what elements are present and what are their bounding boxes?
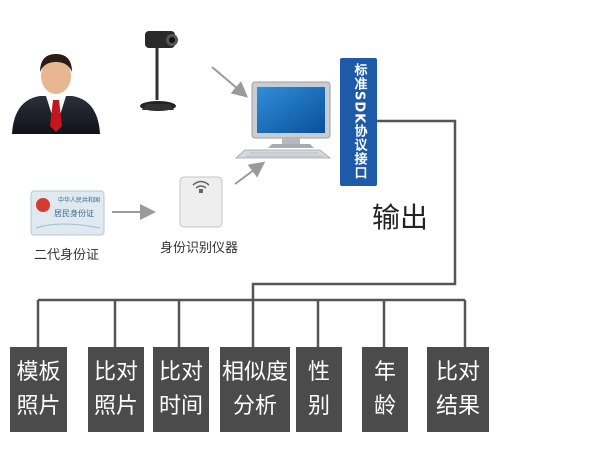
output-box-compare-time: 比对 时间	[153, 347, 209, 432]
computer-icon	[234, 81, 332, 159]
person-icon	[12, 54, 100, 134]
output-box-age: 年 龄	[362, 347, 408, 432]
card-reader-icon	[179, 176, 223, 228]
sdk-interface-block: 标准SDK协议接口	[340, 58, 377, 186]
output-box-gender: 性 别	[296, 347, 342, 432]
id-card-title: 居民身份证	[54, 208, 94, 218]
output-box-template-photo: 模板 照片	[10, 347, 67, 432]
id-card-header: 中华人民共和国	[58, 196, 100, 204]
arrow-reader-to-computer	[234, 161, 266, 185]
output-box-result: 比对 结果	[427, 347, 489, 432]
output-box-similarity: 相似度 分析	[220, 347, 290, 432]
output-box-compare-photo: 比对 照片	[88, 347, 144, 432]
output-connector	[36, 119, 467, 347]
arrow-camera-to-computer	[211, 66, 249, 98]
output-label: 输出	[372, 201, 429, 234]
reader-caption: 身份识别仪器	[160, 241, 239, 256]
sdk-interface-label: 标准SDK协议接口	[351, 63, 367, 181]
webcam-icon	[140, 31, 178, 111]
id-card-caption: 二代身份证	[34, 248, 100, 263]
id-card-icon: 中华人民共和国 居民身份证	[30, 190, 105, 236]
